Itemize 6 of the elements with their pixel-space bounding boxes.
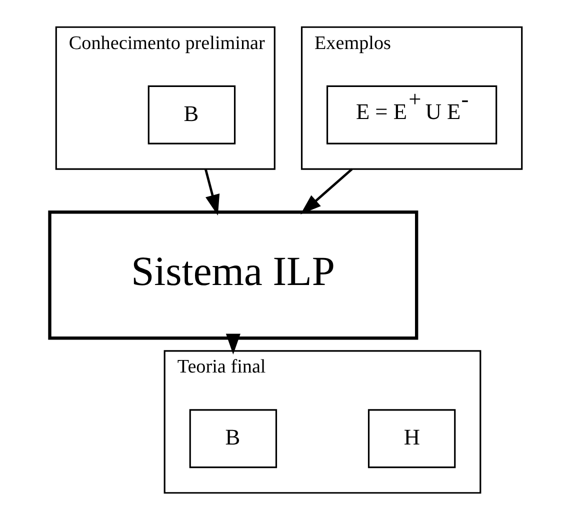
node-box: H [367,409,456,468]
node-box: B [147,85,236,144]
node-box: B [188,409,277,468]
arrow [225,334,240,355]
arrow [300,168,352,214]
arrow [204,168,220,216]
